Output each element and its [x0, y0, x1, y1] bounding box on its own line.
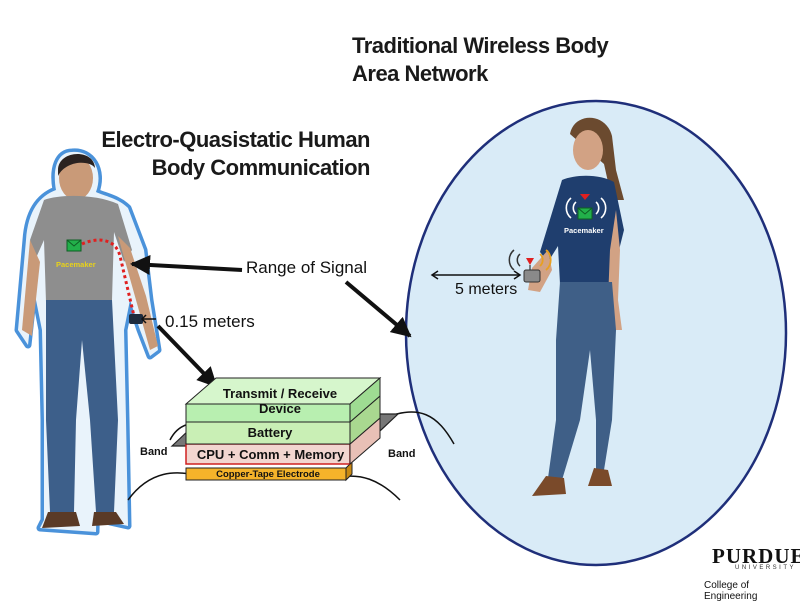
eqs-title: Electro-Quasistatic Human Body Communica… [40, 126, 370, 182]
eqs-title-line2: Body Communication [151, 155, 371, 180]
wban-distance-label: 5 meters [455, 281, 518, 298]
electrode-layer-label: Copper-Tape Electrode [216, 469, 320, 480]
purdue-logo: PURDUE [712, 544, 800, 568]
left-wristband [129, 314, 143, 324]
cpu-layer-label: CPU + Comm + Memory [196, 447, 345, 462]
wban-title: Traditional Wireless Body Area Network [352, 32, 652, 88]
device-pointer-arrow [156, 324, 218, 388]
wban-person-figure [508, 117, 624, 496]
wban-pacemaker-label: Pacemaker [564, 226, 604, 235]
battery-layer-label: Battery [247, 425, 293, 440]
eqs-distance-label: 0.15 meters [165, 312, 255, 331]
transceiver-layer-label: Transmit / Receive Device [222, 386, 338, 416]
wban-title-line1: Traditional Wireless Body [352, 33, 609, 58]
band-label-left: Band [140, 446, 168, 458]
range-arrow-right [344, 280, 412, 338]
device-stack [127, 376, 455, 501]
range-arrow-left [130, 254, 243, 275]
eqs-person-figure [14, 148, 162, 536]
band-label-right: Band [388, 448, 416, 460]
purdue-logo-sub: UNIVERSITY [735, 565, 797, 571]
eqs-title-line1: Electro-Quasistatic Human [101, 127, 370, 152]
college-label: College of Engineering [704, 580, 758, 602]
right-wristband [523, 269, 541, 283]
eqs-pacemaker-label: Pacemaker [56, 260, 96, 269]
range-of-signal-label: Range of Signal [246, 258, 367, 277]
wban-title-line2: Area Network [352, 61, 488, 86]
